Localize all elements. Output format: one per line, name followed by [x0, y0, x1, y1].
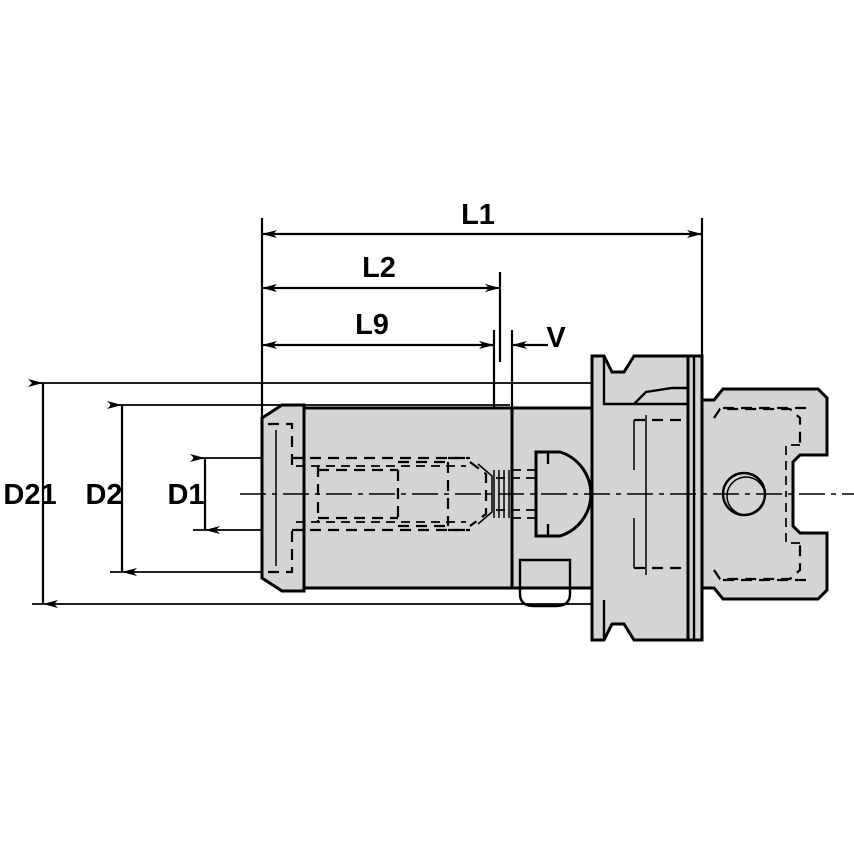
body-bottom-pocket	[518, 558, 572, 608]
vertical-dimensions	[28, 379, 220, 608]
hsk-shank-hidden-profile-top	[713, 407, 802, 445]
dimension-label-V: V	[546, 322, 566, 354]
dimension-label-L1: L1	[461, 199, 495, 231]
holder-main-body	[302, 406, 514, 590]
collet-nose	[260, 403, 306, 593]
hsk-coolant-bore-inner	[726, 476, 766, 516]
hsk-shank-hidden-slot-bottom	[785, 494, 800, 544]
hsk-shank-hidden-profile-bottom	[713, 543, 802, 581]
dimension-label-L9: L9	[355, 309, 389, 341]
drive-slot-chamfer-upper	[633, 386, 688, 405]
dimension-label-D1: D1	[167, 479, 204, 511]
dimension-label-L2: L2	[362, 252, 396, 284]
drive-slot-upper	[602, 356, 688, 406]
hsk-shank-hidden-slot-top	[785, 444, 800, 494]
dimension-label-D2: D2	[85, 479, 122, 511]
collet-nose-hidden-top	[268, 422, 294, 466]
horizontal-dimensions	[262, 230, 702, 349]
dimension-label-D21: D21	[3, 479, 56, 511]
collet-nose-hidden-bottom	[268, 530, 294, 574]
